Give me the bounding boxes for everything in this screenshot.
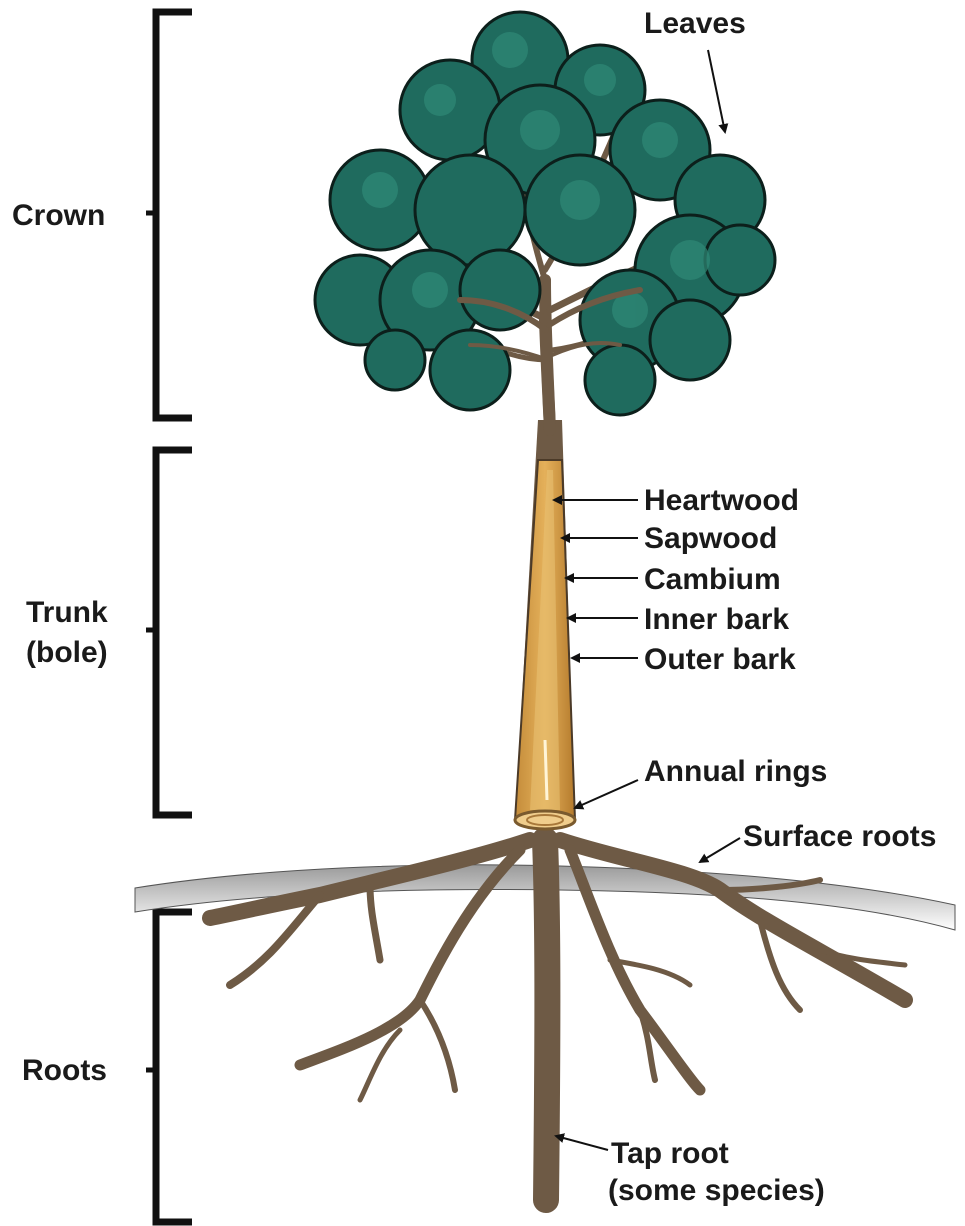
- leaves-pointer: [708, 50, 725, 132]
- surface-roots-label: Surface roots: [743, 820, 936, 853]
- tap-root-pointer: [556, 1136, 608, 1150]
- crown-bracket: [146, 12, 192, 418]
- annual-rings-cross-section: [515, 811, 575, 829]
- roots-bracket: [146, 912, 192, 1222]
- sapwood-label: Sapwood: [644, 522, 777, 555]
- crown-label: Crown: [12, 199, 105, 232]
- trunk-bracket: [146, 450, 192, 815]
- bole-label: (bole): [26, 636, 108, 669]
- surface-roots-pointer: [700, 838, 740, 862]
- tap-root-label: Tap root: [611, 1137, 729, 1170]
- tap-root: [545, 840, 547, 1200]
- roots-label: Roots: [22, 1054, 107, 1087]
- annual-rings-pointer: [575, 780, 638, 808]
- heartwood-label: Heartwood: [644, 484, 799, 517]
- inner-bark-label: Inner bark: [644, 603, 789, 636]
- trunk-label: Trunk: [26, 596, 108, 629]
- annual-rings-label: Annual rings: [644, 755, 827, 788]
- outer-bark-label: Outer bark: [644, 643, 796, 676]
- tap-root-note-label: (some species): [608, 1174, 825, 1207]
- surface-root-right: [560, 840, 905, 1000]
- leaves-label: Leaves: [644, 7, 746, 40]
- trunk: [515, 420, 575, 829]
- cambium-label: Cambium: [644, 563, 781, 596]
